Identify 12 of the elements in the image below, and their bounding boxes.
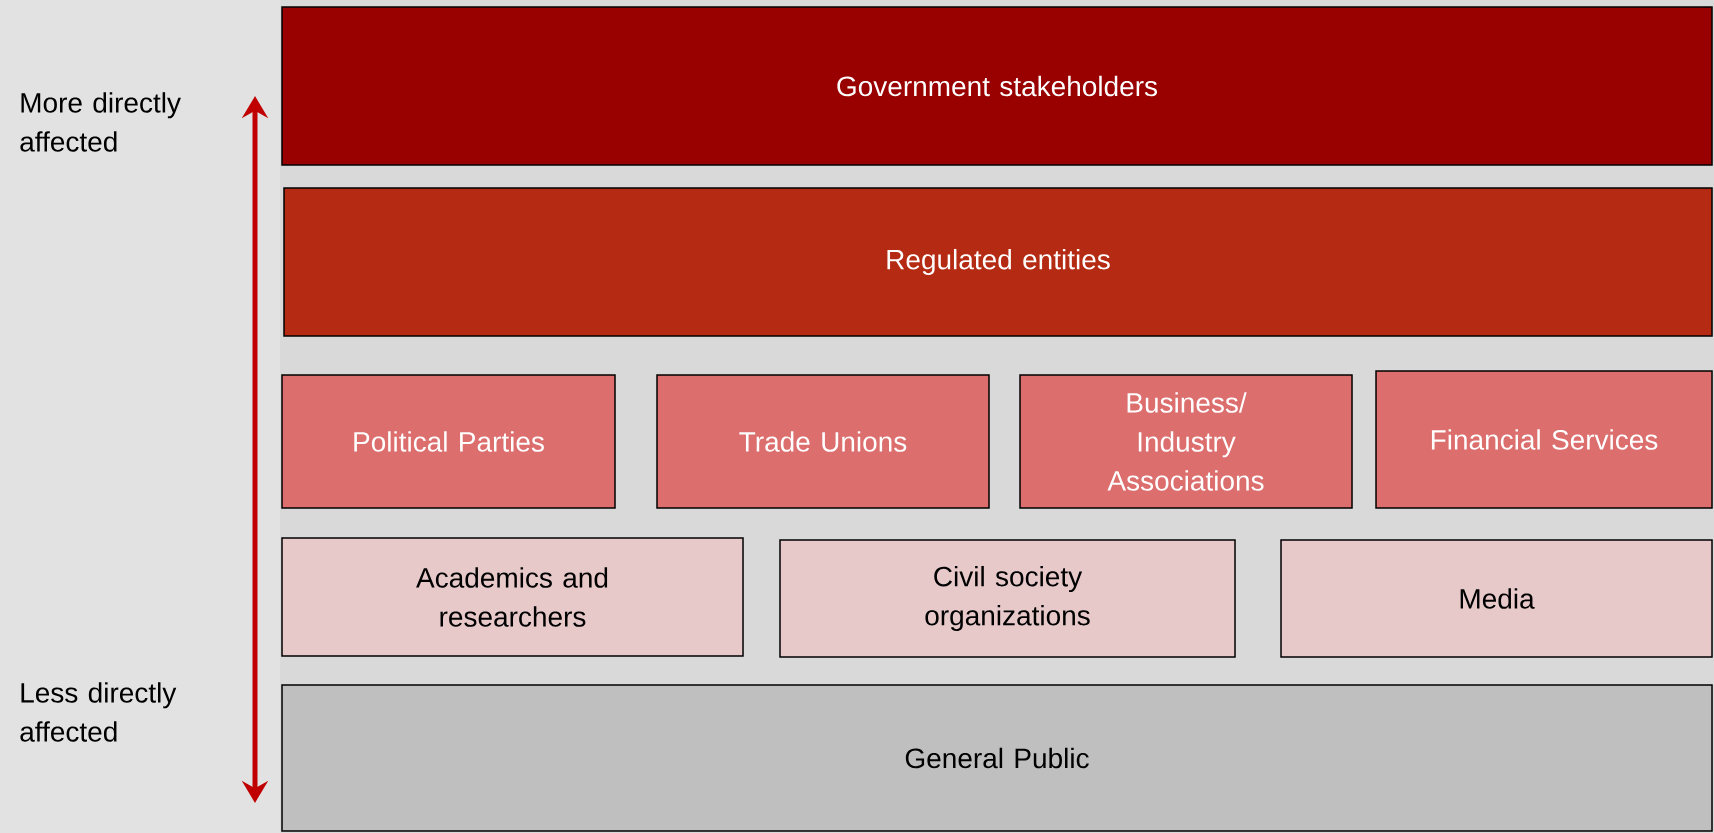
stakeholder-box: Government stakeholders <box>281 6 1713 166</box>
stakeholder-box: Business/ Industry Associations <box>1019 374 1353 509</box>
stakeholder-box: Civil society organizations <box>779 539 1236 658</box>
stakeholder-box: Regulated entities <box>283 187 1713 337</box>
axis-label: Less directly affected <box>20 682 177 742</box>
stakeholder-box: General Public <box>281 684 1713 832</box>
stakeholder-box: Trade Unions <box>656 374 990 509</box>
stakeholder-box: Academics and researchers <box>281 537 744 657</box>
stakeholder-box: Financial Services <box>1375 370 1713 509</box>
stakeholder-box: Media <box>1280 539 1713 658</box>
stakeholder-box: Political Parties <box>281 374 616 509</box>
axis-label: More directly affected <box>20 92 181 152</box>
